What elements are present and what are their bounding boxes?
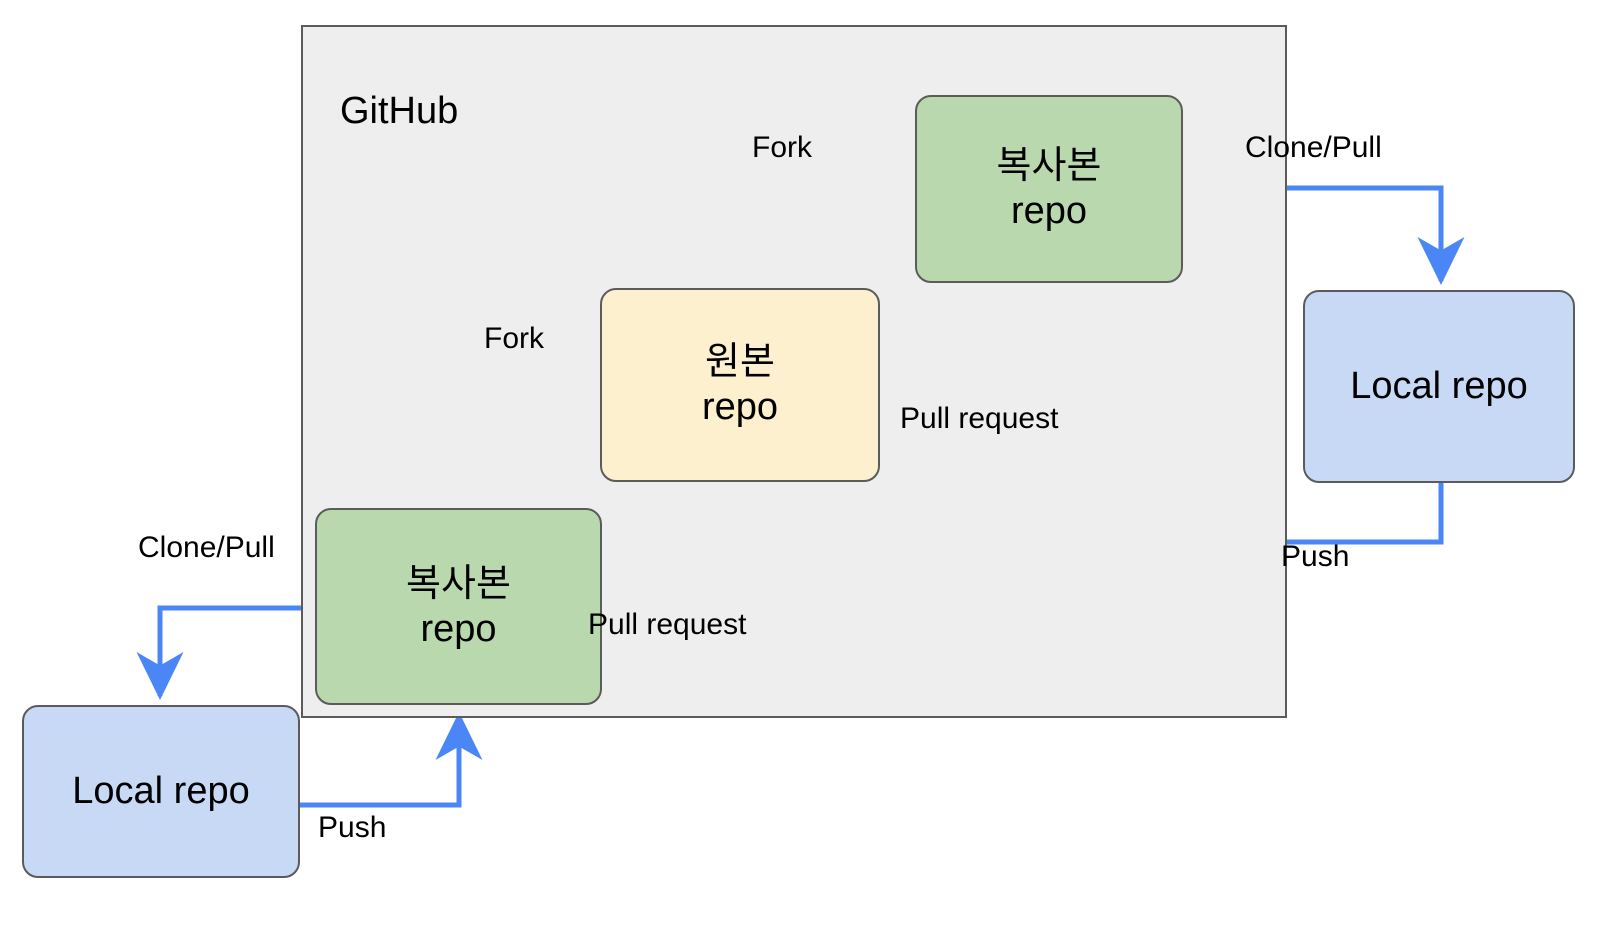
edge-label-push-right: Push — [1281, 540, 1350, 573]
node-label-line1: Local repo — [1350, 365, 1528, 408]
node-label-line1: 원본 — [705, 341, 775, 384]
edge-label-pull-request-top: Pull request — [900, 402, 1059, 435]
node-local-repo-left[interactable]: Local repo — [22, 705, 300, 878]
github-container-label: GitHub — [340, 90, 459, 132]
edge-label-clone-pull-left: Clone/Pull — [138, 531, 275, 564]
node-fork-repo-bottom[interactable]: 복사본 repo — [315, 508, 602, 705]
edge-label-fork-top: Fork — [752, 131, 812, 164]
edge-label-clone-pull-right: Clone/Pull — [1245, 131, 1382, 164]
node-fork-repo-top[interactable]: 복사본 repo — [915, 95, 1183, 283]
edge-label-push-left: Push — [318, 811, 387, 844]
node-label-line2: repo — [701, 386, 779, 428]
edge-push-left — [300, 711, 483, 808]
node-label-line1: 복사본 — [996, 145, 1102, 188]
node-label-line1: Local repo — [72, 770, 250, 813]
node-label-line1: 복사본 — [406, 562, 511, 605]
edge-label-fork-bottom: Fork — [484, 322, 544, 355]
node-label-line2: repo — [420, 607, 497, 650]
edge-clone-pull-left — [136, 605, 313, 701]
edge-label-pull-request-bottom: Pull request — [588, 608, 747, 641]
node-local-repo-right[interactable]: Local repo — [1303, 290, 1575, 483]
node-label-line2: repo — [1010, 190, 1088, 232]
node-origin-repo[interactable]: 원본 repo — [600, 288, 880, 482]
